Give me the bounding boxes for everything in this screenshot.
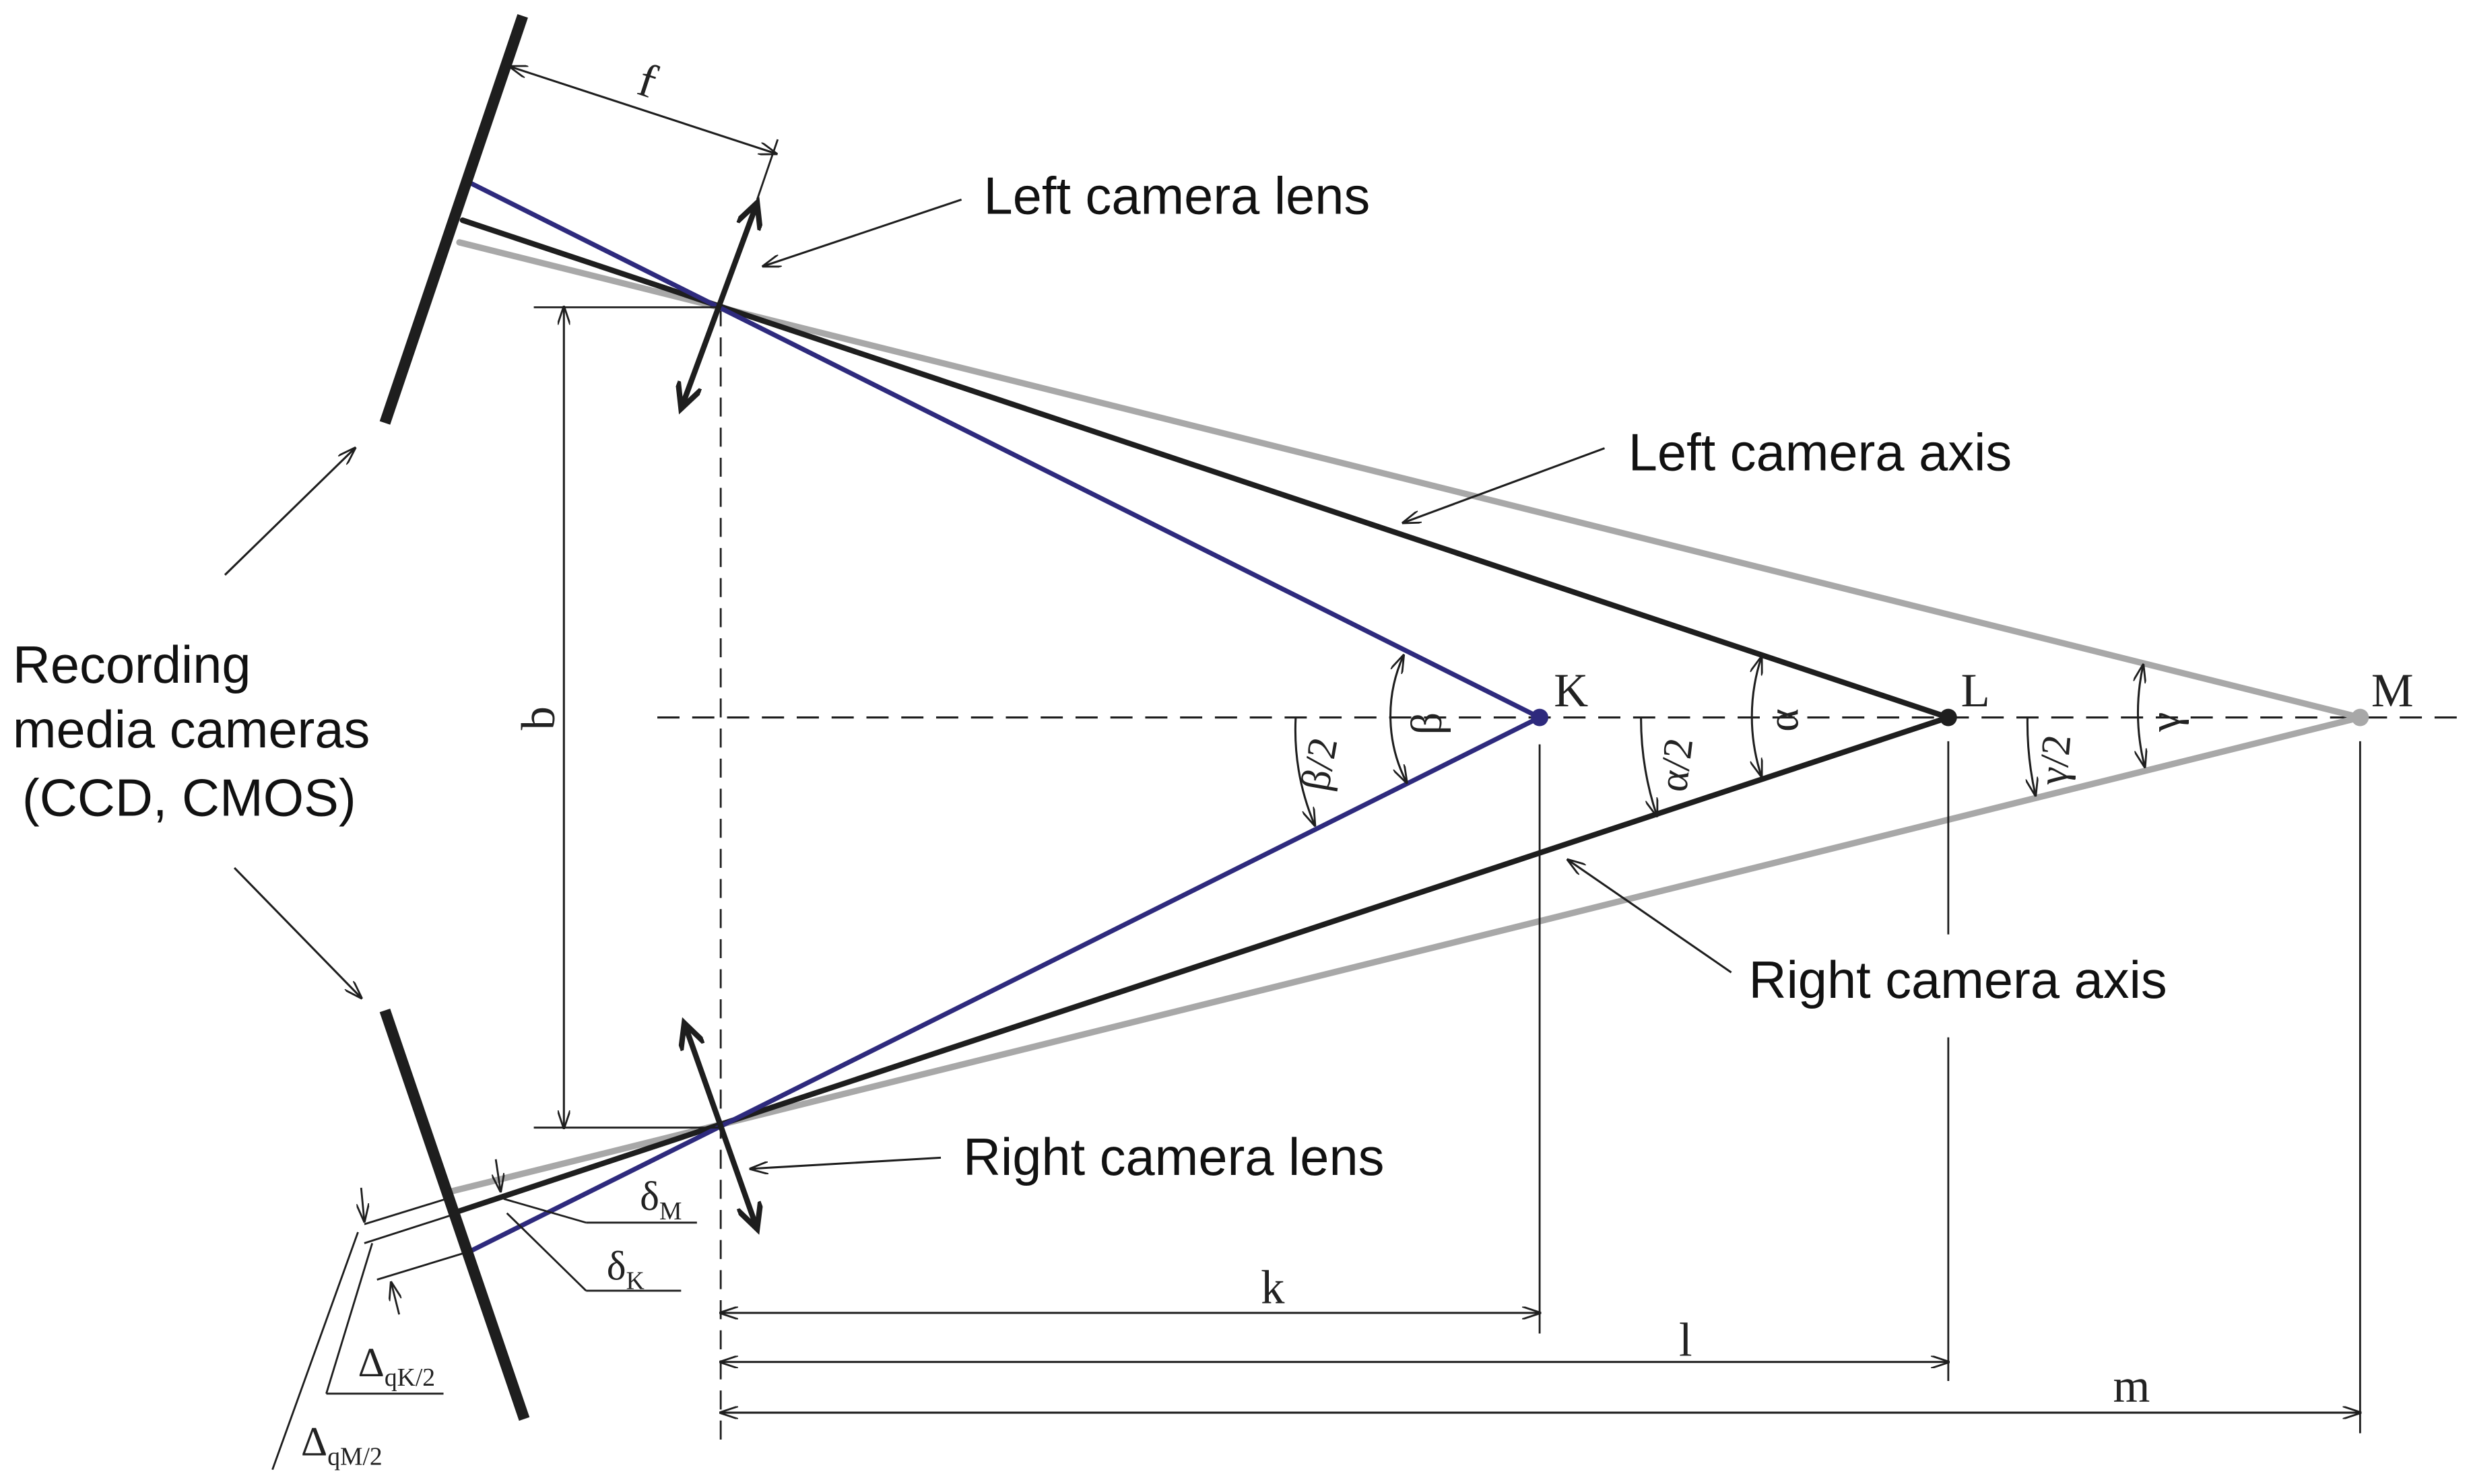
left-axis-callout — [1404, 447, 1606, 523]
right-ray-K — [467, 715, 1542, 1254]
delta-ext-M — [364, 1196, 452, 1225]
right-lens-callout — [751, 1156, 942, 1168]
point-M-label: M — [2371, 665, 2414, 717]
dqM-subscript: qM/2 — [327, 1443, 383, 1471]
point-K-dot — [1531, 708, 1549, 727]
delta-K-leader — [506, 1212, 587, 1291]
right-lens — [684, 1023, 757, 1229]
delta-tick-top — [361, 1187, 364, 1221]
focal-length-dimension — [510, 67, 776, 154]
baseline-label: b — [513, 706, 565, 730]
left-ray-K — [466, 180, 1542, 720]
dqK-subscript: qK/2 — [385, 1363, 435, 1392]
angle-gamma-label: γ — [2140, 712, 2189, 733]
angle-arcs — [1294, 656, 2145, 825]
delta-K-main: δ — [607, 1244, 626, 1289]
angle-alpha-half-label: α/2 — [1651, 735, 1702, 794]
sensor-detail — [271, 1159, 697, 1471]
recording-callout-top — [224, 448, 355, 576]
left-ray-M — [456, 239, 2364, 721]
arc-beta — [1389, 656, 1407, 782]
delta-tick-bottom — [391, 1283, 399, 1315]
delta-M-label: δM — [640, 1174, 682, 1225]
delta-K-label: δK — [607, 1244, 645, 1295]
delta-M-main: δ — [640, 1174, 659, 1219]
dqK-label: ΔqK/2 — [358, 1341, 436, 1392]
left-camera-axis-label: Left camera axis — [1628, 424, 2012, 482]
point-L-dot — [1939, 708, 1957, 727]
rays-to-L — [455, 217, 1951, 1215]
angle-alpha-label: α — [1758, 708, 1808, 732]
recording-media-label-line1: Recording — [13, 636, 251, 694]
recording-media-label-line3: (CCD, CMOS) — [22, 769, 356, 827]
delta-K-subscript: K — [626, 1267, 645, 1295]
dqK-leader — [325, 1242, 374, 1394]
right-camera-lens-label: Right camera lens — [963, 1128, 1384, 1186]
focal-length-label: f — [632, 54, 663, 109]
point-M-dot — [2351, 708, 2369, 727]
arc-gamma — [2138, 665, 2145, 767]
dqM-leader — [271, 1232, 359, 1471]
right-ray-M — [443, 714, 2364, 1196]
angle-gamma-half-label: γ/2 — [2031, 733, 2080, 787]
delta-ext-L — [364, 1212, 459, 1244]
dqM-main: Δ — [301, 1420, 327, 1465]
delta-M-leader — [503, 1198, 587, 1224]
arc-alpha — [1752, 657, 1761, 776]
left-lens-callout — [764, 199, 962, 266]
left-camera-lens-label: Left camera lens — [984, 168, 1371, 226]
dqM-label: ΔqM/2 — [301, 1420, 383, 1471]
distance-k-label: k — [1261, 1262, 1285, 1314]
delta-M-subscript: M — [659, 1197, 682, 1225]
delta-ext-K — [376, 1250, 471, 1281]
arc-beta-half — [1294, 717, 1315, 825]
angle-beta-label: β — [1402, 712, 1451, 735]
rays-to-K — [466, 180, 1542, 1254]
recording-callout-bottom — [233, 867, 361, 998]
recording-media-label-line2: media cameras — [13, 701, 370, 759]
left-lens — [681, 203, 757, 409]
point-K-label: K — [1554, 665, 1588, 717]
right-camera-axis-label: Right camera axis — [1749, 951, 2167, 1009]
right-axis-callout — [1568, 860, 1732, 974]
arc-gamma-half — [2027, 717, 2035, 795]
delta-M-tick — [496, 1159, 500, 1191]
distance-l-label: l — [1679, 1314, 1692, 1366]
left-sensor — [379, 14, 528, 425]
rays-to-M — [443, 239, 2364, 1196]
point-L-label: L — [1961, 665, 1990, 717]
distance-m-label: m — [2113, 1360, 2150, 1413]
angle-beta-half-label: β/2 — [1293, 734, 1347, 794]
callout-arrows — [224, 199, 1732, 1168]
arc-alpha-half — [1640, 717, 1657, 816]
dqK-main: Δ — [358, 1341, 385, 1386]
